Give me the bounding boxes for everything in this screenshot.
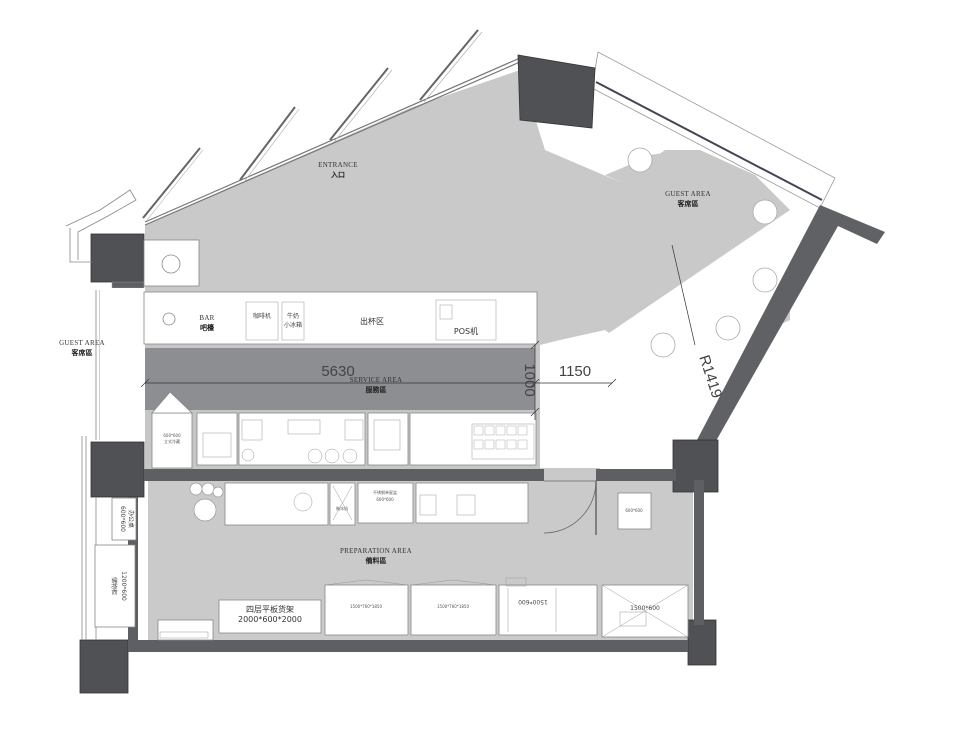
fridge-a-label: 1500*760*1850: [350, 604, 382, 609]
bar-sink: [161, 254, 181, 274]
prep-door: [543, 480, 597, 534]
fridge-b-label: 1500*760*1850: [437, 604, 469, 609]
fridge-b: [410, 584, 497, 636]
shelf-unit: [218, 599, 322, 634]
fridge-c-label: 1500*600: [518, 598, 548, 605]
guest-stools: [627, 147, 778, 358]
bottom-bench: [157, 619, 214, 641]
cabinet-c-label: 办公桌: [127, 510, 135, 528]
entrance-label-zh: 入口: [330, 171, 345, 179]
column-bottom-right: [687, 619, 717, 666]
pickup-label: 出杯区: [360, 316, 384, 326]
service-counter-top: [151, 391, 193, 414]
small-table-label: 600*600: [625, 508, 643, 513]
service-label-en: SERVICE AREA: [350, 376, 403, 384]
prep-counter-3: [415, 482, 529, 524]
prep-sink: [357, 482, 414, 524]
prep-cabinet-left: [111, 497, 137, 541]
prep-counter-1: [224, 482, 329, 526]
bar-sink-block: [143, 239, 200, 287]
preparation-label-zh: 備料區: [366, 556, 387, 565]
prep-right-wall: [694, 480, 704, 625]
shelf-label-1: 四层平板货架: [246, 604, 294, 614]
service-counter-2: [196, 412, 238, 466]
service-counter-3: [238, 412, 366, 466]
service-counter-5: [409, 412, 537, 466]
prep-stools: [189, 482, 224, 522]
pos-box: [435, 299, 497, 341]
guest-right-label-zh: 客席區: [677, 199, 699, 208]
dim-depth: 1000: [521, 363, 538, 396]
dimension-lines: [140, 244, 696, 420]
service-label-zh: 服務區: [366, 385, 387, 394]
milk-cooler-label-2: 小冰箱: [284, 321, 302, 329]
bar-drain: [162, 312, 176, 326]
prep-small-table: [617, 492, 652, 530]
service-counter-details: [202, 419, 535, 464]
door-fins-thin: [146, 31, 483, 221]
guest-left-label-en: GUEST AREA: [59, 339, 105, 347]
fridge-details: [324, 577, 689, 638]
cabinet-d-label: 600*600: [119, 506, 126, 532]
column-left-mid: [90, 441, 145, 498]
service-strip: [145, 348, 535, 410]
preparation-label-en: PREPARATION AREA: [340, 547, 412, 555]
milk-cooler-box: [281, 301, 305, 341]
column-bottom-left: [79, 639, 129, 694]
bar-label-zh: 吧檯: [200, 323, 214, 332]
prep-cabinet-left-2: [94, 544, 136, 628]
entrance-label-en: ENTRANCE: [318, 161, 358, 169]
left-guest-strip: [100, 288, 144, 440]
bottom-bench-line: [159, 631, 209, 639]
dim-gap: 1150: [559, 363, 591, 380]
cabinet-a-label: 1200*600: [120, 571, 127, 601]
left-cabinet-label-1: 600*600: [163, 433, 181, 438]
entrance-glazing: [144, 57, 521, 226]
cup-grid: [473, 425, 528, 450]
right-wall: [697, 205, 885, 448]
ice-machine-label: 制冰机: [336, 505, 348, 511]
pos-screen: [439, 304, 453, 320]
left-cabinet-label-2: 立式冷藏: [164, 438, 180, 444]
prep-top-wall-right: [596, 469, 676, 481]
prep-top-wall: [144, 469, 544, 481]
column-left-top: [90, 233, 145, 283]
sink-size-label: 600*600: [376, 497, 394, 502]
guest-right-label-en: GUEST AREA: [665, 190, 711, 198]
sink-label: 不锈钢单星盆: [373, 489, 397, 495]
coffee-machine-label: 咖啡机: [253, 312, 271, 320]
bar-counter: [143, 291, 538, 345]
pos-label: POS机: [454, 326, 478, 336]
prep-counter-details: [293, 485, 476, 521]
service-counter-4: [367, 412, 409, 466]
guest-left-label-zh: 客席區: [71, 348, 93, 357]
fridge-d-label: 1500*600: [630, 605, 660, 612]
entrance-door-fins: [142, 29, 479, 219]
cabinet-b-label: 储物柜: [110, 577, 118, 595]
service-counter-1: [151, 412, 193, 469]
fridge-a: [324, 584, 409, 636]
left-wall-upper: [111, 281, 145, 289]
prep-bottom-wall: [128, 640, 688, 652]
dim-service-length: 5630: [321, 363, 354, 380]
milk-cooler-label-1: 牛奶: [287, 312, 299, 320]
bar-label-en: BAR: [199, 314, 214, 322]
fridge-c: [498, 584, 598, 636]
shelf-label-2: 2000*600*2000: [238, 615, 302, 624]
column-top: [517, 54, 596, 129]
coffee-machine-box: [245, 301, 279, 341]
